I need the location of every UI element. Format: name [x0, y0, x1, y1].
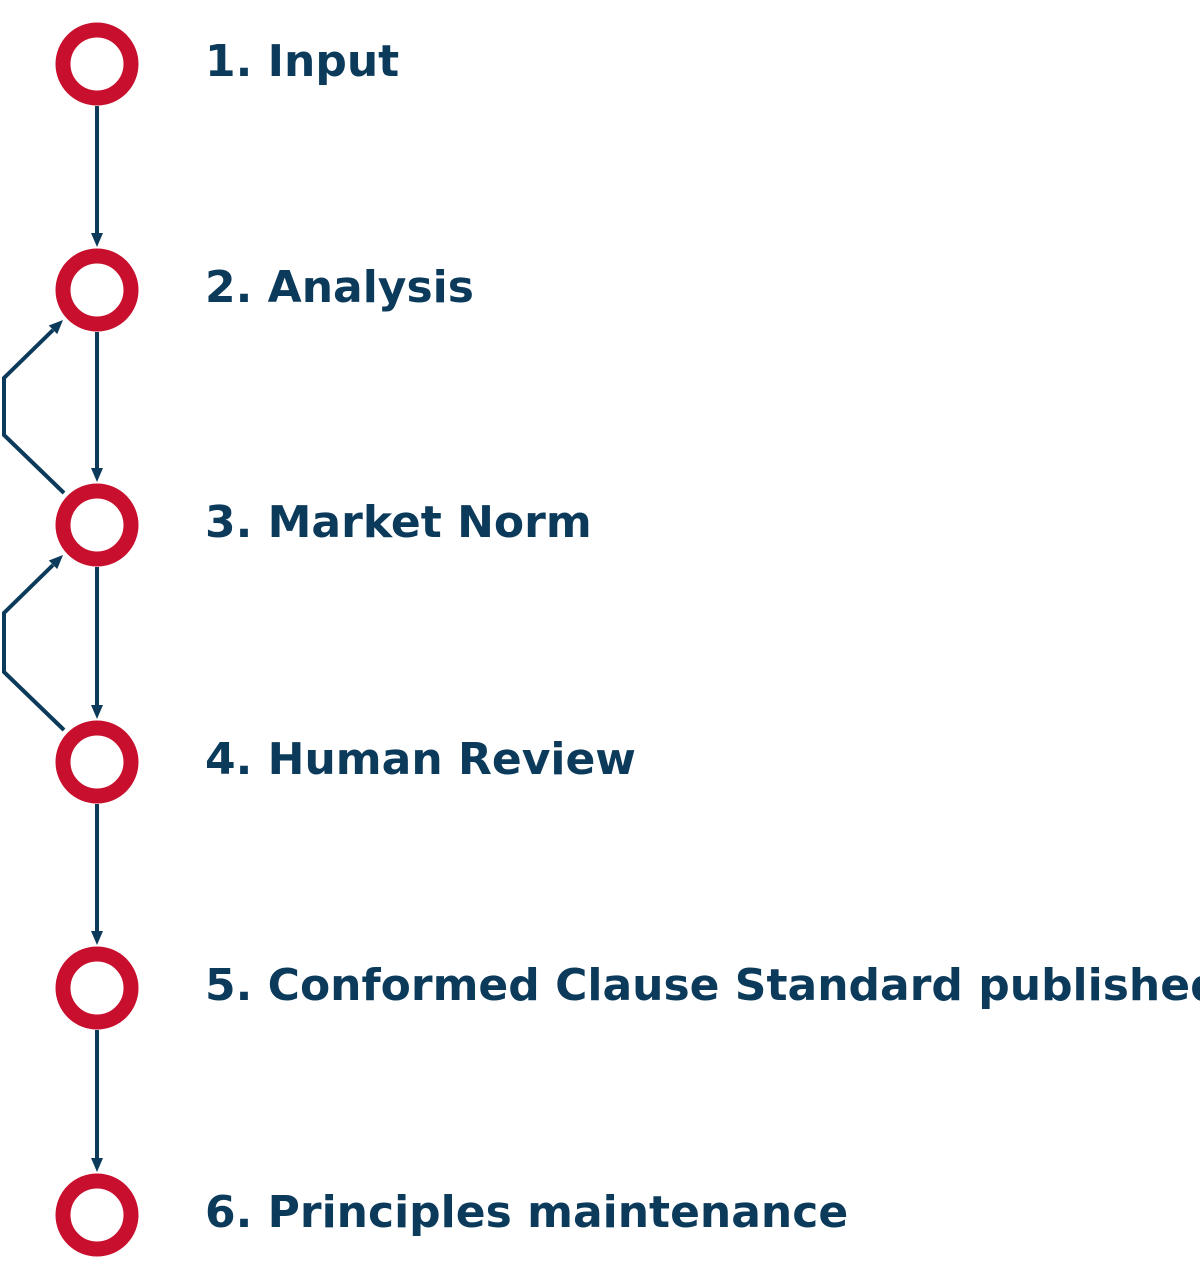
arrowhead-2-to-3: [91, 468, 103, 482]
step-node-1-icon: [55, 22, 139, 106]
step-3: 3. Market Norm: [55, 483, 592, 567]
arrowhead-5-to-6: [91, 1158, 103, 1172]
step-node-2-icon: [55, 248, 139, 332]
step-2: 2. Analysis: [55, 248, 474, 332]
feedback-loop-4-to-3: [1, 563, 66, 732]
step-label-5: 5. Conformed Clause Standard published: [205, 960, 1200, 1011]
arrowhead-3-to-4: [91, 705, 103, 719]
feedback-arrowhead-3-to-2: [48, 320, 63, 335]
step-label-6: 6. Principles maintenance: [205, 1187, 848, 1238]
feedback-arrowhead-4-to-3: [48, 555, 63, 570]
step-node-4-icon: [55, 720, 139, 804]
arrowhead-1-to-2: [91, 233, 103, 247]
step-label-3: 3. Market Norm: [205, 497, 592, 548]
step-4: 4. Human Review: [55, 720, 636, 804]
step-5: 5. Conformed Clause Standard published: [55, 946, 1200, 1030]
feedback-loop-3-to-2: [1, 328, 66, 495]
step-node-3-icon: [55, 483, 139, 567]
step-label-4: 4. Human Review: [205, 734, 636, 785]
step-1: 1. Input: [55, 22, 399, 106]
arrowhead-4-to-5: [91, 931, 103, 945]
step-node-6-icon: [55, 1173, 139, 1257]
step-node-5-icon: [55, 946, 139, 1030]
step-6: 6. Principles maintenance: [55, 1173, 848, 1257]
steps-layer: 1. Input 2. Analysis 3. Market Norm 4. H…: [55, 22, 1200, 1257]
step-label-1: 1. Input: [205, 36, 399, 87]
step-label-2: 2. Analysis: [205, 262, 474, 313]
connectors-layer: [1, 106, 103, 1172]
